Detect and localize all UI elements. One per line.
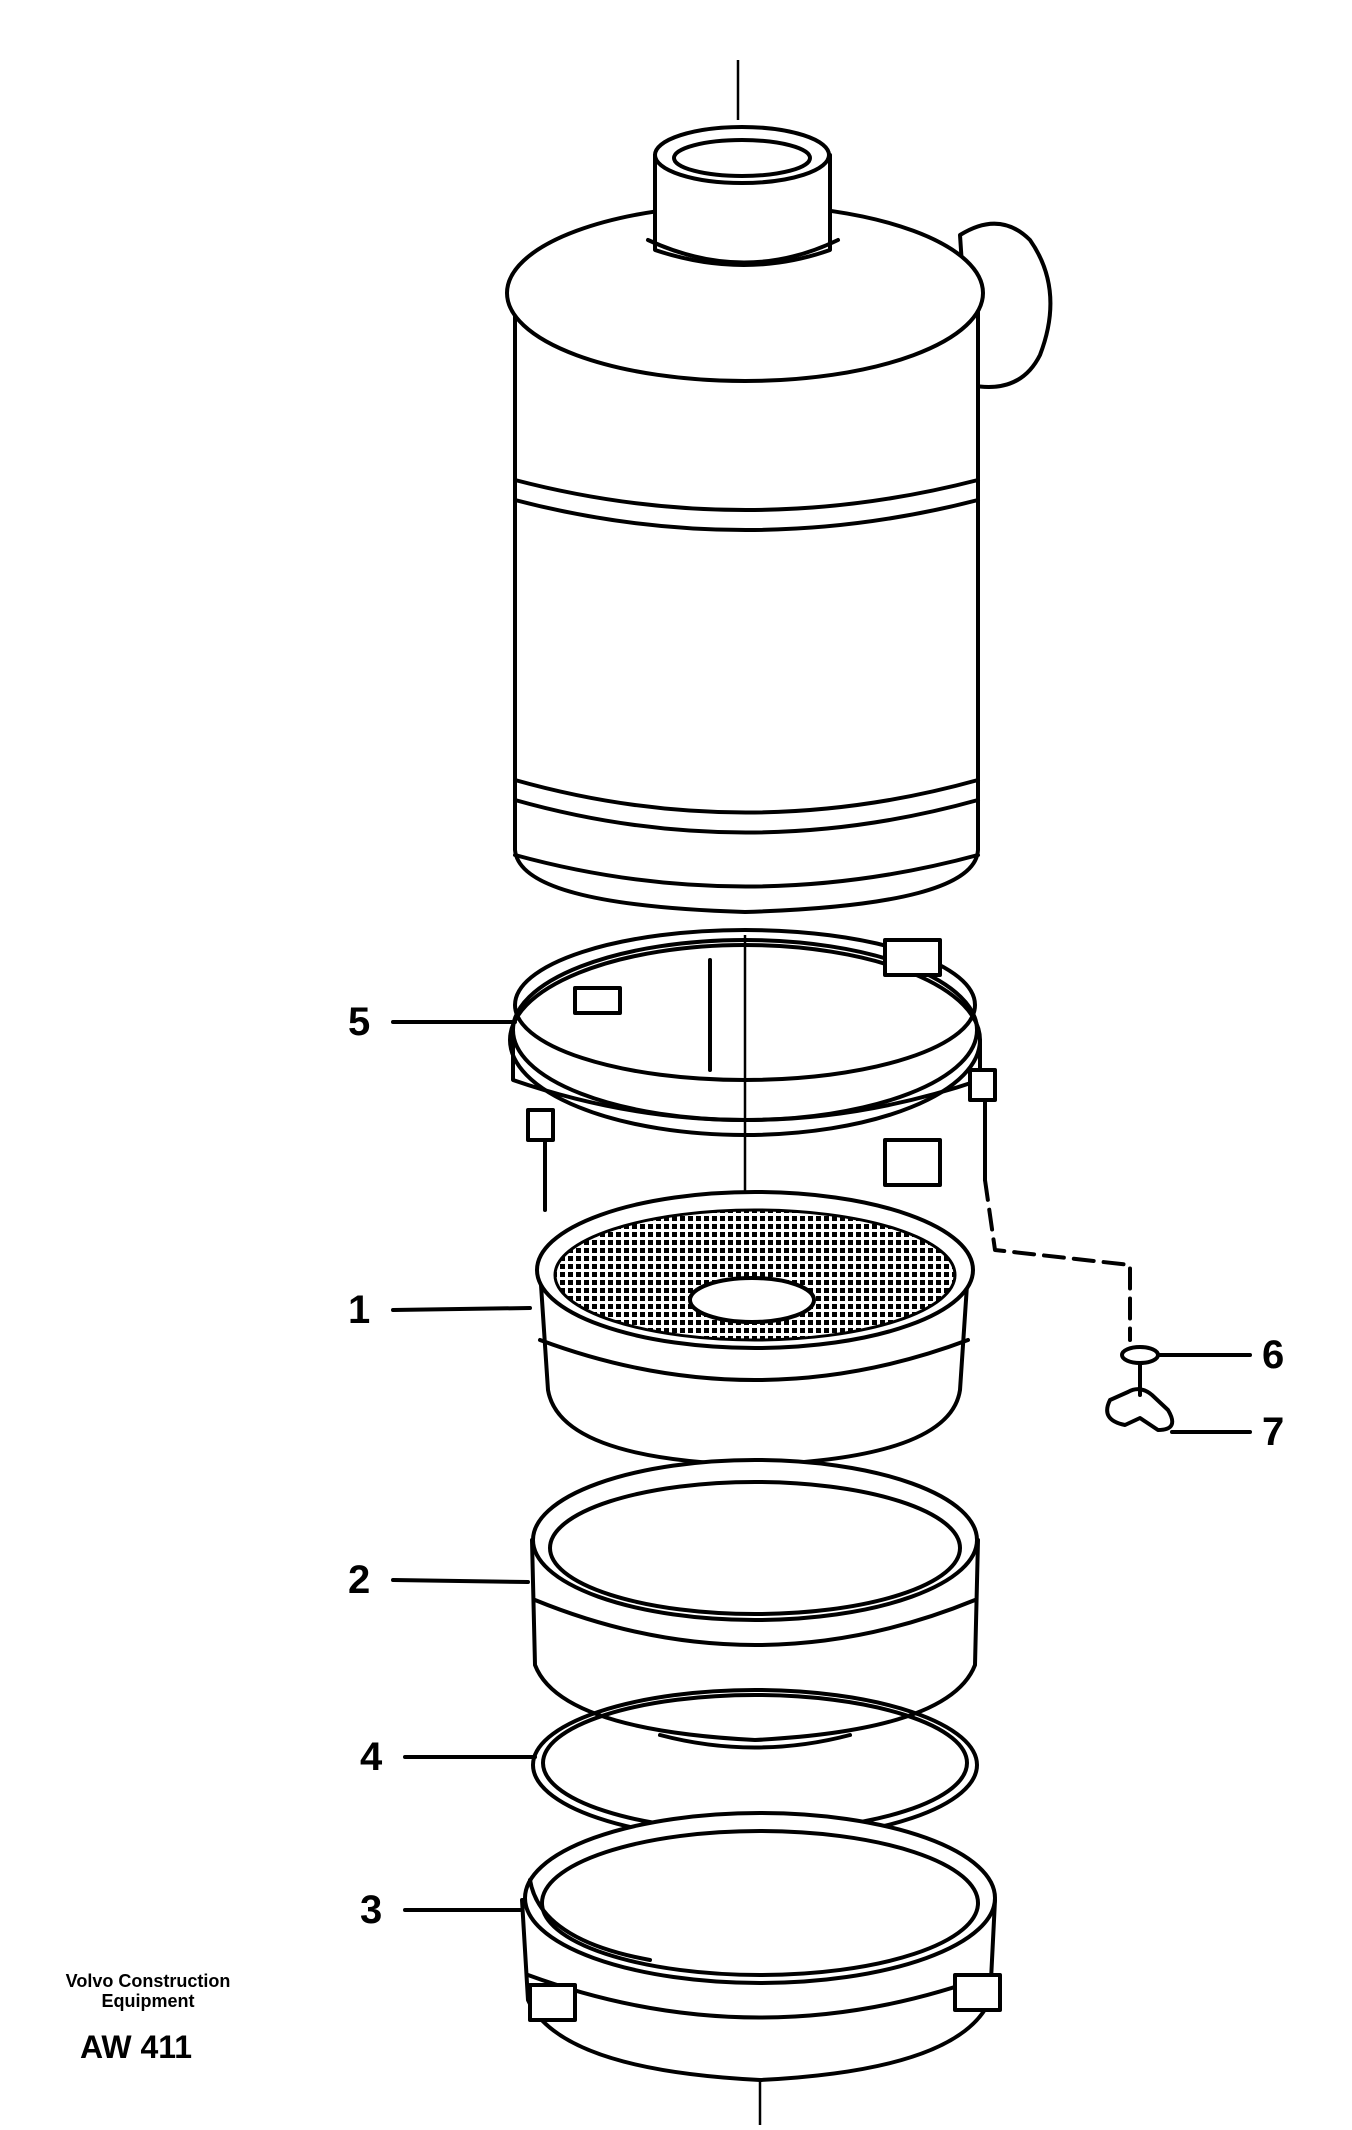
part-2-dust-cup	[530, 1458, 980, 1750]
callout-5: 5	[348, 1000, 370, 1044]
part-1-precleaner	[535, 1190, 975, 1467]
filter-housing	[505, 125, 1053, 914]
callout-2: 2	[348, 1558, 370, 1602]
part-5-clamp-ring	[508, 928, 1132, 1342]
callout-4: 4	[360, 1735, 383, 1779]
part-3-lower-clamp	[520, 1811, 1002, 2082]
callout-3: 3	[360, 1888, 382, 1932]
callout-6: 6	[1262, 1333, 1284, 1377]
part-6-washer	[1120, 1345, 1160, 1365]
drawing-code: AW 411	[80, 2029, 192, 2065]
leader-lines	[391, 1020, 1252, 1912]
callout-7: 7	[1262, 1410, 1284, 1454]
company-name-line1: Volvo Construction	[66, 1971, 231, 1991]
company-name-line2: Equipment	[102, 1991, 195, 2011]
part-7-wing-nut	[1105, 1363, 1175, 1432]
callout-1: 1	[348, 1288, 370, 1332]
